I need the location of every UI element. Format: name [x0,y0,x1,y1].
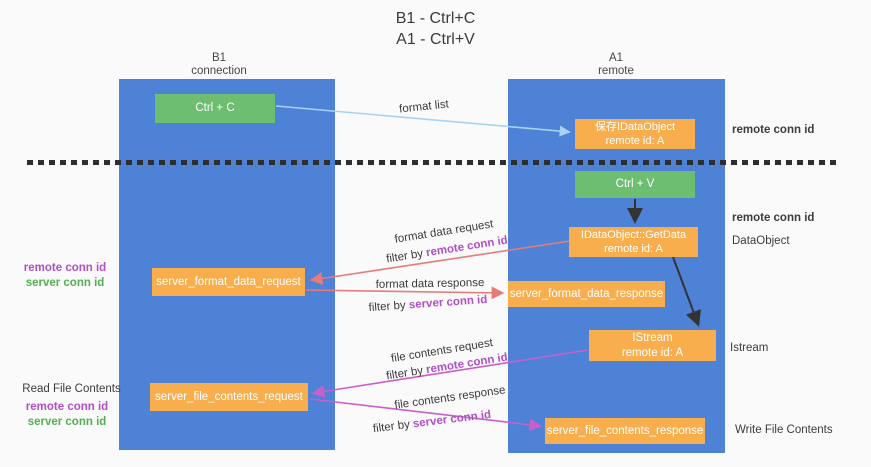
dashed-separator-line [27,160,839,165]
right-remote-conn-id-label-top: remote conn id [732,124,815,136]
idataobject-getdata-box: IDataObject::GetData remote id: A [569,227,698,257]
dataobject-label: DataObject [732,235,790,247]
filter-by-text: filter by [368,299,407,315]
lane-b1-name: B1 [211,52,227,64]
getdata-line2: remote id: A [604,243,663,255]
filter-by-text: filter by [385,364,424,383]
format-list-label: format list [398,98,450,116]
file-contents-response-label: file contents response [393,384,507,412]
lane-header-a1: A1 remote [556,52,676,78]
istream-side-label: Istream [730,342,769,354]
ctrl-c-box: Ctrl + C [155,94,275,123]
ctrl-c-label: Ctrl + C [195,102,235,115]
title-line-1: B1 - Ctrl+C [395,10,476,27]
save-idataobject-line2: remote id: A [605,135,665,147]
left-remote-conn-id-label: remote conn id [23,262,107,274]
server-format-data-response-box: server_format_data_response [508,281,665,307]
left-server-conn-id-label-2: server conn id [27,416,107,428]
left-remote-conn-id-label-2: remote conn id [25,401,109,413]
server-file-contents-request-label: server_file_contents_request [155,390,303,403]
title-line-2: A1 - Ctrl+V [396,31,475,48]
server-format-data-request-label: server_format_data_request [156,275,301,288]
server-conn-id-text: server conn id [412,408,492,431]
save-idataobject-line1: 保存IDataObject [594,120,676,133]
filter-by-server-conn-id-label-1: filter by server conn id [368,294,487,314]
filter-by-text: filter by [372,418,411,436]
server-file-contents-response-label: server_file_contents_response [546,424,704,437]
server-file-contents-response-box: server_file_contents_response [545,418,705,444]
server-conn-id-text: server conn id [408,293,488,312]
format-data-response-label: format data response [375,277,485,291]
save-idataobject-box: 保存IDataObject remote id: A [575,119,695,149]
read-file-contents-label: Read File Contents [22,383,121,395]
filter-by-server-conn-id-label-2: filter by server conn id [372,409,491,435]
lane-a1-role: remote [598,65,634,77]
left-server-conn-id-label: server conn id [25,277,105,289]
ctrl-v-box: Ctrl + V [575,171,695,198]
left-conn-id-legend-bottom: remote conn id server conn id [0,400,134,430]
lane-header-b1: B1 connection [159,52,279,78]
server-format-data-response-label: server_format_data_response [509,287,664,300]
istream-line2: remote id: A [621,346,684,359]
lane-b1-role: connection [191,65,247,77]
lane-a1-name: A1 [608,52,624,64]
write-file-contents-label: Write File Contents [735,424,833,436]
ctrl-v-label: Ctrl + V [615,178,655,191]
left-conn-id-legend-top: remote conn id server conn id [0,261,130,291]
server-file-contents-request-box: server_file_contents_request [150,383,308,411]
getdata-line1: IDataObject::GetData [580,228,687,241]
istream-box: IStream remote id: A [589,330,716,361]
server-format-data-request-box: server_format_data_request [152,268,305,296]
right-remote-conn-id-label-mid: remote conn id [732,212,815,224]
diagram-title: B1 - Ctrl+C A1 - Ctrl+V [0,8,871,50]
istream-line1: IStream [632,331,673,344]
filter-by-text: filter by [385,247,424,266]
